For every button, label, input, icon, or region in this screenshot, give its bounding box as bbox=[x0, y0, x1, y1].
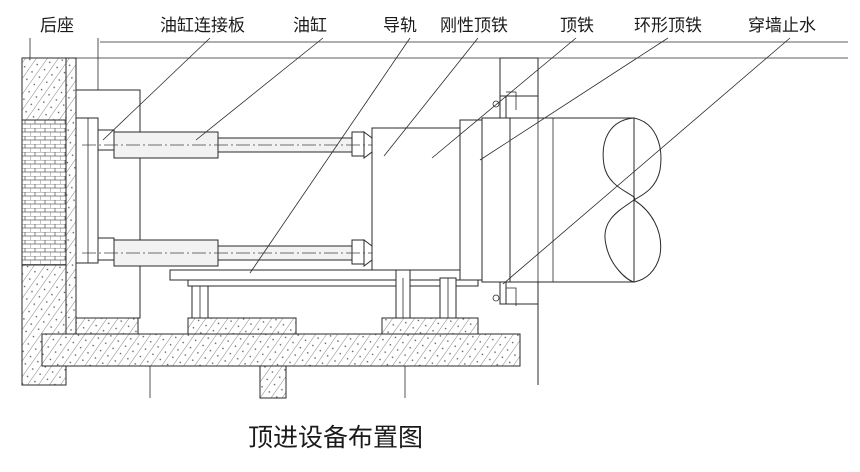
upper-cylinder bbox=[82, 129, 380, 159]
label-ring-jack-iron: 环形顶铁 bbox=[634, 16, 702, 36]
top-reference-lines bbox=[29, 38, 848, 59]
label-back-seat: 后座 bbox=[40, 16, 74, 36]
label-wall-waterstop: 穿墙止水 bbox=[748, 16, 816, 36]
base-slab bbox=[41, 317, 521, 399]
diagram-caption: 顶进设备布置图 bbox=[248, 423, 423, 452]
label-guide-rail: 导轨 bbox=[383, 16, 417, 36]
rigid-jack-iron bbox=[371, 127, 461, 271]
jack-iron bbox=[459, 119, 483, 281]
right-wall bbox=[492, 57, 539, 385]
label-jack-iron: 顶铁 bbox=[560, 16, 594, 36]
leader-lines bbox=[97, 37, 791, 285]
label-cylinder-plate: 油缸连接板 bbox=[160, 15, 245, 36]
lower-cylinder bbox=[82, 237, 380, 267]
guide-rail bbox=[169, 269, 479, 319]
back-seat bbox=[75, 89, 141, 319]
pipe-and-ring bbox=[481, 117, 662, 283]
label-cylinder: 油缸 bbox=[293, 15, 327, 36]
label-rigid-jack-iron: 刚性顶铁 bbox=[440, 16, 508, 36]
